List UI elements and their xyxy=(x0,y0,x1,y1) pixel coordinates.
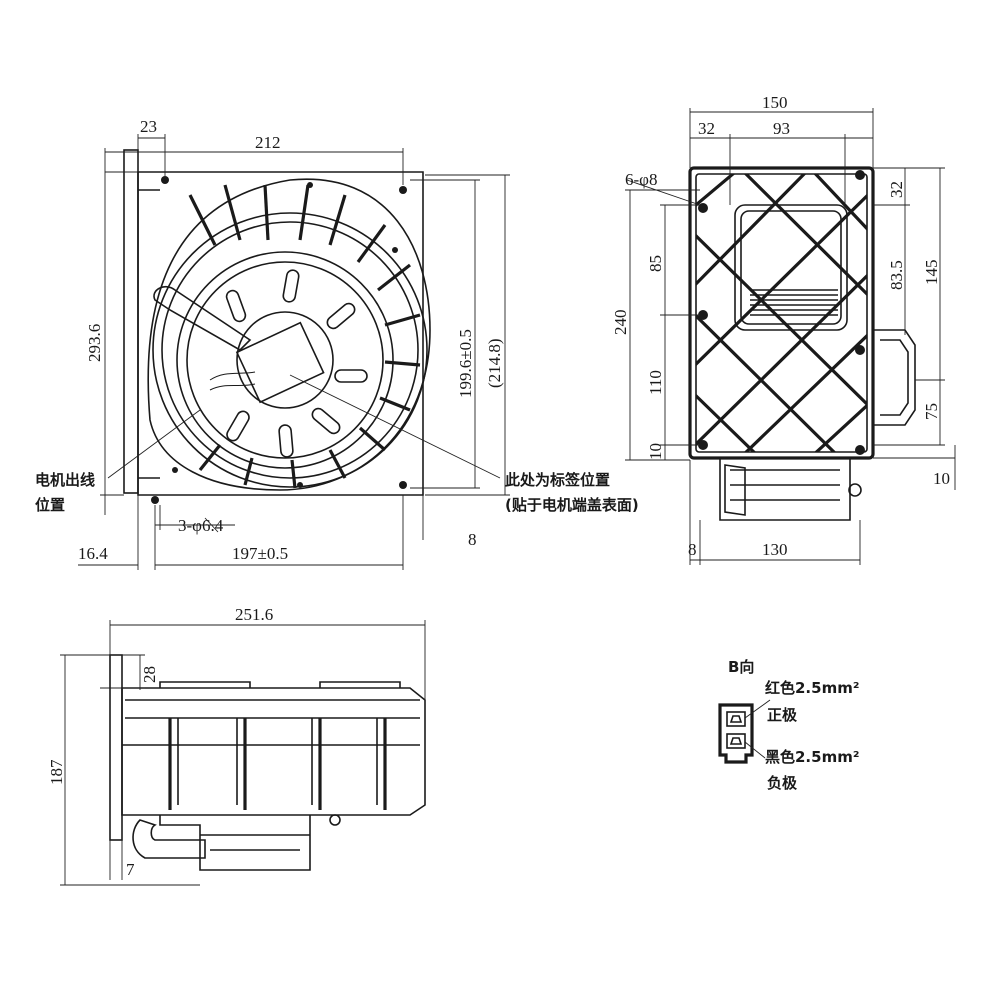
side-motor-block xyxy=(734,204,848,331)
b-view-title: B向 xyxy=(728,658,754,676)
dim-212: 212 xyxy=(255,133,281,152)
negative-terminal xyxy=(726,733,746,749)
dim-197: 197±0.5 xyxy=(232,544,288,563)
dim-293-6: 293.6 xyxy=(85,324,104,362)
front-view: 23 212 293.6 199.6±0.5 (214.8) 16.4 197±… xyxy=(35,117,639,570)
dim-23: 23 xyxy=(140,117,157,136)
note-motor-wire-2: 位置 xyxy=(35,496,65,514)
top-housing-ribs xyxy=(122,718,420,810)
side-dim-110: 110 xyxy=(646,370,665,395)
side-dim-130: 130 xyxy=(762,540,788,559)
top-motor-body xyxy=(159,815,311,871)
side-dim-240: 240 xyxy=(611,310,630,336)
positive-label: 正极 xyxy=(767,706,798,724)
red-wire-label: 红色2.5mm² xyxy=(765,679,859,697)
top-wire-elbow xyxy=(132,819,206,859)
impeller-outer-ring xyxy=(152,212,428,488)
side-dim-holes: 6-φ8 xyxy=(625,170,657,189)
dim-214-8: (214.8) xyxy=(485,338,504,388)
negative-label: 负极 xyxy=(767,774,798,792)
front-dimensions xyxy=(78,134,510,570)
dim-199-6: 199.6±0.5 xyxy=(456,329,475,398)
front-mounting-flange xyxy=(123,149,139,494)
top-dim-187: 187 xyxy=(47,759,66,785)
note-label-1: 此处为标签位置 xyxy=(505,471,610,489)
side-dim-8: 8 xyxy=(688,540,697,559)
side-mount-hole xyxy=(698,203,708,213)
front-mount-hole xyxy=(151,496,159,504)
side-connector xyxy=(873,329,916,426)
dim-holes-3: 3-φ6.4 xyxy=(178,516,224,535)
top-view: 251.6 28 187 7 xyxy=(47,605,426,886)
side-mount-hole xyxy=(698,310,708,320)
front-mount-hole xyxy=(161,176,169,184)
dim-8: 8 xyxy=(468,530,477,549)
side-dim-75: 75 xyxy=(922,403,941,420)
side-dim-150: 150 xyxy=(762,93,788,112)
side-bottom-motor xyxy=(719,458,851,521)
side-dim-32-top: 32 xyxy=(698,119,715,138)
side-dim-85: 85 xyxy=(646,255,665,272)
side-dimensions xyxy=(625,108,956,565)
side-mount-hole xyxy=(855,170,865,180)
front-mount-hole xyxy=(399,481,407,489)
side-lattice xyxy=(696,174,867,452)
side-dim-83-5: 83.5 xyxy=(887,260,906,290)
scroll-outline xyxy=(147,178,431,491)
motor-wire-tube xyxy=(153,285,252,351)
top-housing-outline xyxy=(121,687,426,816)
top-dim-251-6: 251.6 xyxy=(235,605,273,624)
side-dim-145: 145 xyxy=(922,260,941,286)
side-mount-hole xyxy=(855,345,865,355)
note-motor-wire-1: 电机出线 xyxy=(35,471,95,489)
motor-hub xyxy=(235,321,325,404)
top-dimensions xyxy=(60,620,426,886)
top-dim-28: 28 xyxy=(140,666,159,683)
note-label-2: (贴于电机端盖表面) xyxy=(505,496,639,514)
side-dim-10-left: 10 xyxy=(646,443,665,460)
side-dim-10-right: 10 xyxy=(933,469,950,488)
black-wire-label: 黑色2.5mm² xyxy=(765,748,859,766)
top-dim-7: 7 xyxy=(126,860,135,879)
dim-16-4: 16.4 xyxy=(78,544,108,563)
side-dim-93: 93 xyxy=(773,119,790,138)
side-dim-32-right: 32 xyxy=(887,181,906,198)
side-motor-fins xyxy=(750,289,838,316)
end-cap-slots xyxy=(225,269,368,458)
motor-end-cap xyxy=(176,251,394,469)
front-mount-hole xyxy=(399,186,407,194)
side-mount-hole xyxy=(698,440,708,450)
b-view: B向 红色2.5mm² 正极 黑色2.5mm² 负极 xyxy=(718,658,859,792)
top-flange xyxy=(109,654,123,841)
impeller-blades xyxy=(188,184,421,489)
side-mount-hole xyxy=(855,445,865,455)
side-view: 150 32 93 6-φ8 240 85 110 10 32 83.5 145… xyxy=(611,93,956,565)
side-housing-outline xyxy=(688,166,875,460)
b-view-connector xyxy=(718,703,754,764)
positive-terminal xyxy=(726,711,746,727)
